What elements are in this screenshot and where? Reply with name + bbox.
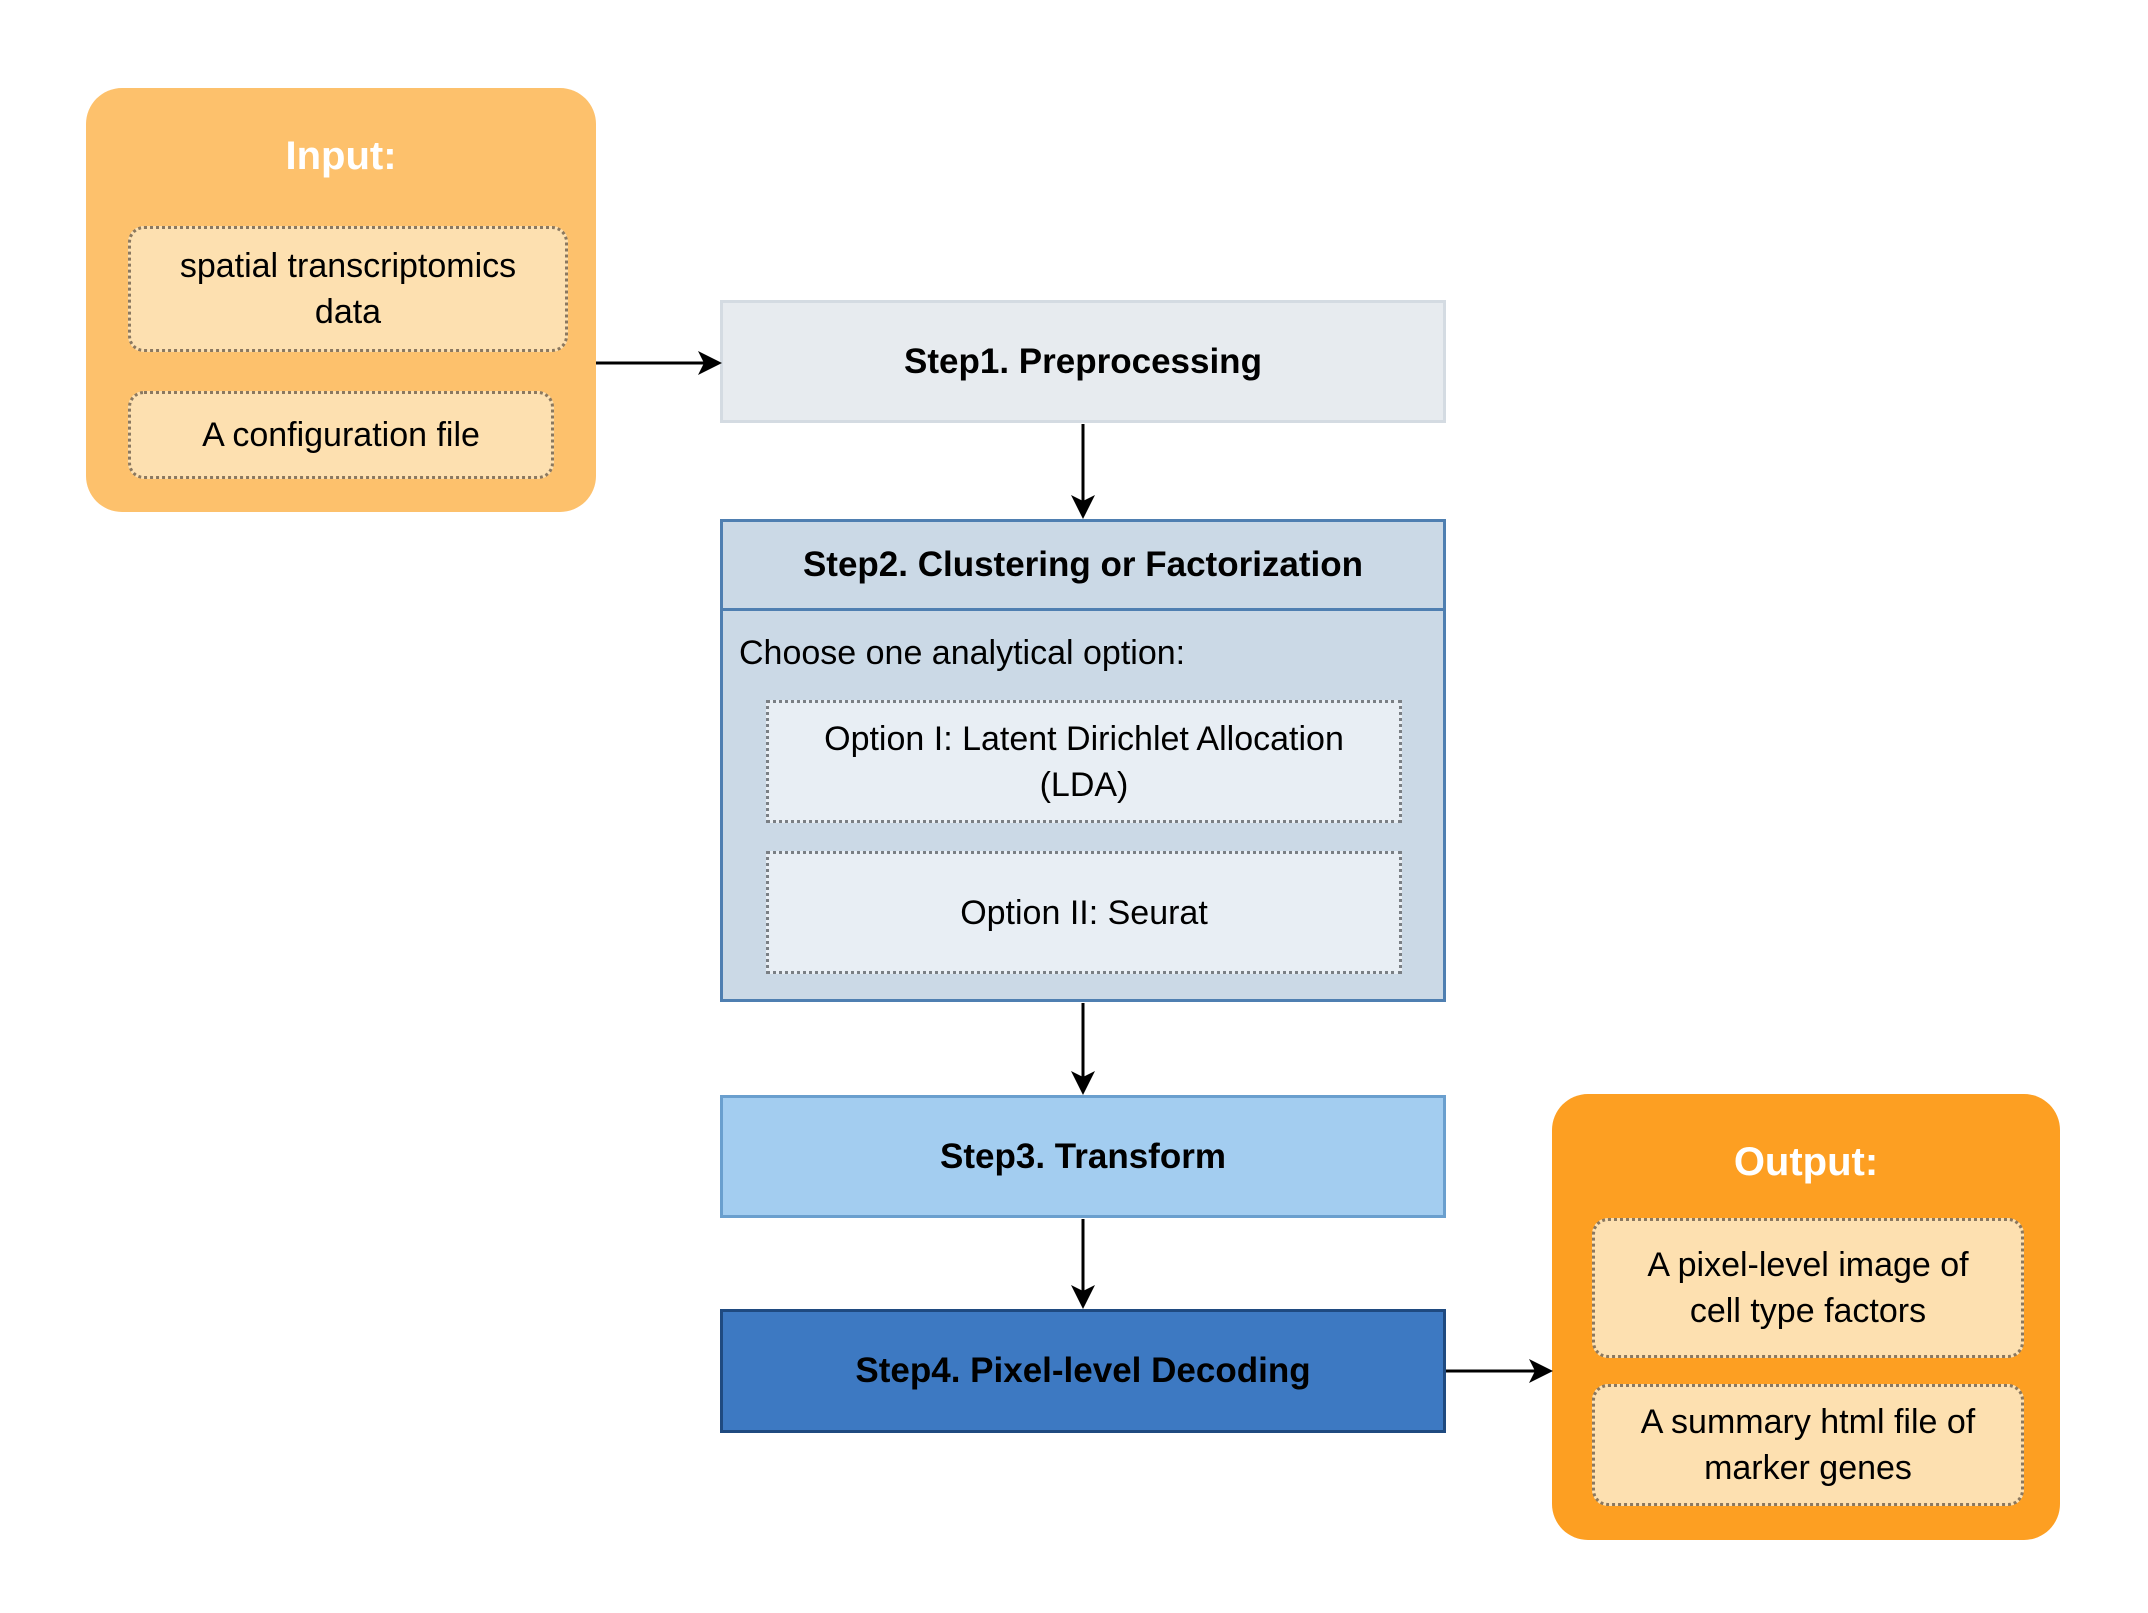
step4-decoding: Step4. Pixel-level Decoding [720, 1309, 1446, 1433]
step3-label: Step3. Transform [940, 1136, 1226, 1176]
input-title: Input: [285, 134, 397, 178]
step2-clustering: Step2. Clustering or Factorization Choos… [720, 519, 1446, 1002]
option-seurat: Option II: Seurat [766, 851, 1402, 974]
step2-instruction: Choose one analytical option: [739, 634, 1186, 672]
step4-label: Step4. Pixel-level Decoding [855, 1351, 1311, 1390]
arrowhead-step3-to-step4 [1071, 1285, 1095, 1309]
arrowhead-step2-to-step3 [1071, 1071, 1095, 1095]
arrowhead-step1-to-step2 [1071, 495, 1095, 519]
step2-header: Step2. Clustering or Factorization [723, 522, 1443, 611]
arrowhead-input-to-step1 [698, 351, 722, 375]
input-item-spatial-data: spatial transcriptomics data [128, 226, 568, 352]
step3-transform: Step3. Transform [720, 1095, 1446, 1218]
input-panel: Input: spatial transcriptomics data A co… [86, 88, 596, 512]
output-item-summary-html: A summary html file of marker genes [1592, 1384, 2024, 1506]
option-lda: Option I: Latent Dirichlet Allocation (L… [766, 700, 1402, 823]
output-item-pixel-image: A pixel-level image of cell type factors [1592, 1218, 2024, 1358]
output-panel: Output: A pixel-level image of cell type… [1552, 1094, 2060, 1540]
step1-label: Step1. Preprocessing [904, 341, 1262, 381]
step1-preprocessing: Step1. Preprocessing [720, 300, 1446, 423]
output-title: Output: [1733, 1140, 1879, 1184]
step2-title: Step2. Clustering or Factorization [802, 545, 1364, 584]
arrowhead-step4-to-output [1529, 1359, 1553, 1383]
input-item-config-file: A configuration file [128, 391, 554, 479]
